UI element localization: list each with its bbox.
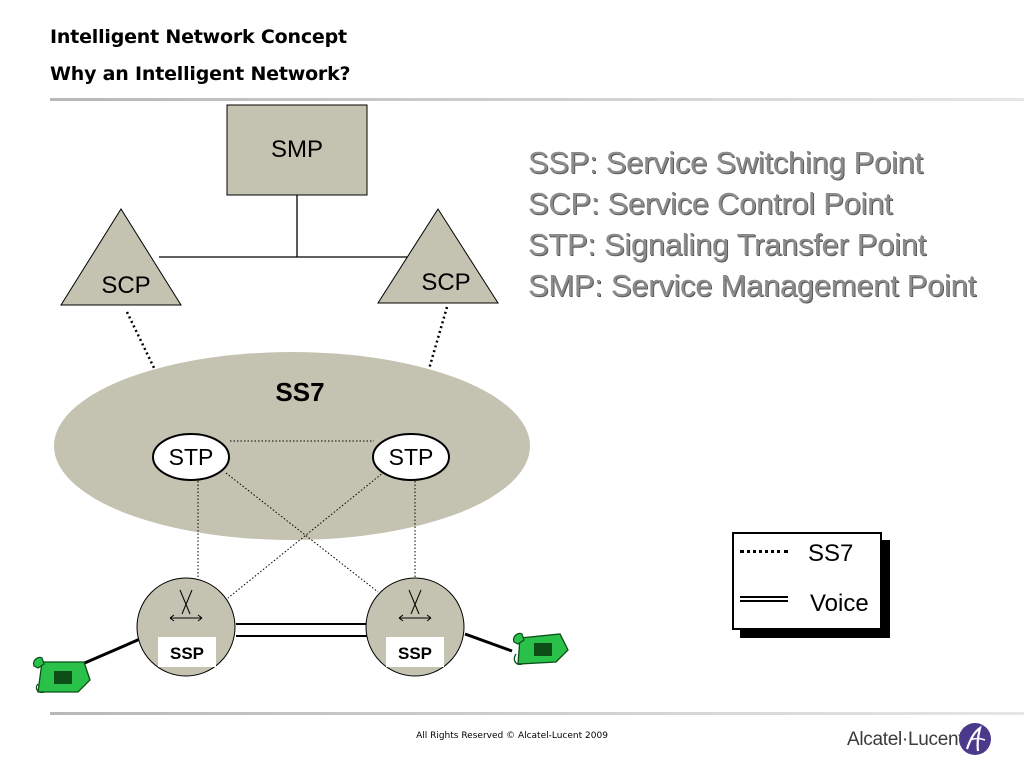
scp-right-node [377,208,499,304]
definition-stp: STP: Signaling Transfer Point [528,227,926,262]
scp-right-label: SCP [421,269,470,296]
definition-ssp: SSP: Service Switching Point [528,145,923,180]
stp-right-node [372,433,450,481]
ss7-network [54,352,530,540]
brand-logo-text: Alcatel·Lucent [847,729,964,750]
stp-right-label: STP [389,444,434,470]
phone-right-link [464,632,513,653]
phone-left-link [79,637,141,667]
stp-left-ssp-right-link [225,472,379,593]
smp-label: SMP [271,136,323,163]
telephone-icon [513,632,569,666]
alcatel-lucent-logo-icon [959,723,991,755]
ssp-left-badge [158,637,216,667]
stp-left-label: STP [169,444,214,470]
legend-ss7-label: SS7 [808,540,854,567]
header-divider [50,98,1024,101]
ss7-label: SS7 [275,377,324,407]
ssp-right-label: SSP [398,644,432,663]
switch-icon [169,589,203,622]
scp-left-label: SCP [101,272,150,299]
slide-subtitle: Why an Intelligent Network? [50,63,351,85]
switch-icon [398,589,432,622]
ssp-right-badge [386,637,444,667]
legend-voice-label: Voice [810,590,869,617]
definition-smp: SMP: Service Management Point [528,268,976,303]
footer-divider [50,712,1024,715]
stp-left-node [152,433,230,481]
telephone-icon [33,656,91,694]
scp-right-ss7-link [427,306,449,370]
legend-ss7-swatch [740,550,788,553]
definition-scp: SCP: Service Control Point [528,186,893,221]
smp-node [226,104,368,196]
scp-left-ss7-link [125,311,158,373]
scp-left-node [60,208,182,306]
legend: SS7 Voice [732,532,882,630]
copyright-text: All Rights Reserved © Alcatel-Lucent 200… [416,731,608,741]
legend-voice-swatch [740,596,788,602]
slide-title: Intelligent Network Concept [50,26,347,48]
definitions-list: SSP: Service Switching Point SCP: Servic… [528,142,976,306]
ssp-left-label: SSP [170,644,204,663]
